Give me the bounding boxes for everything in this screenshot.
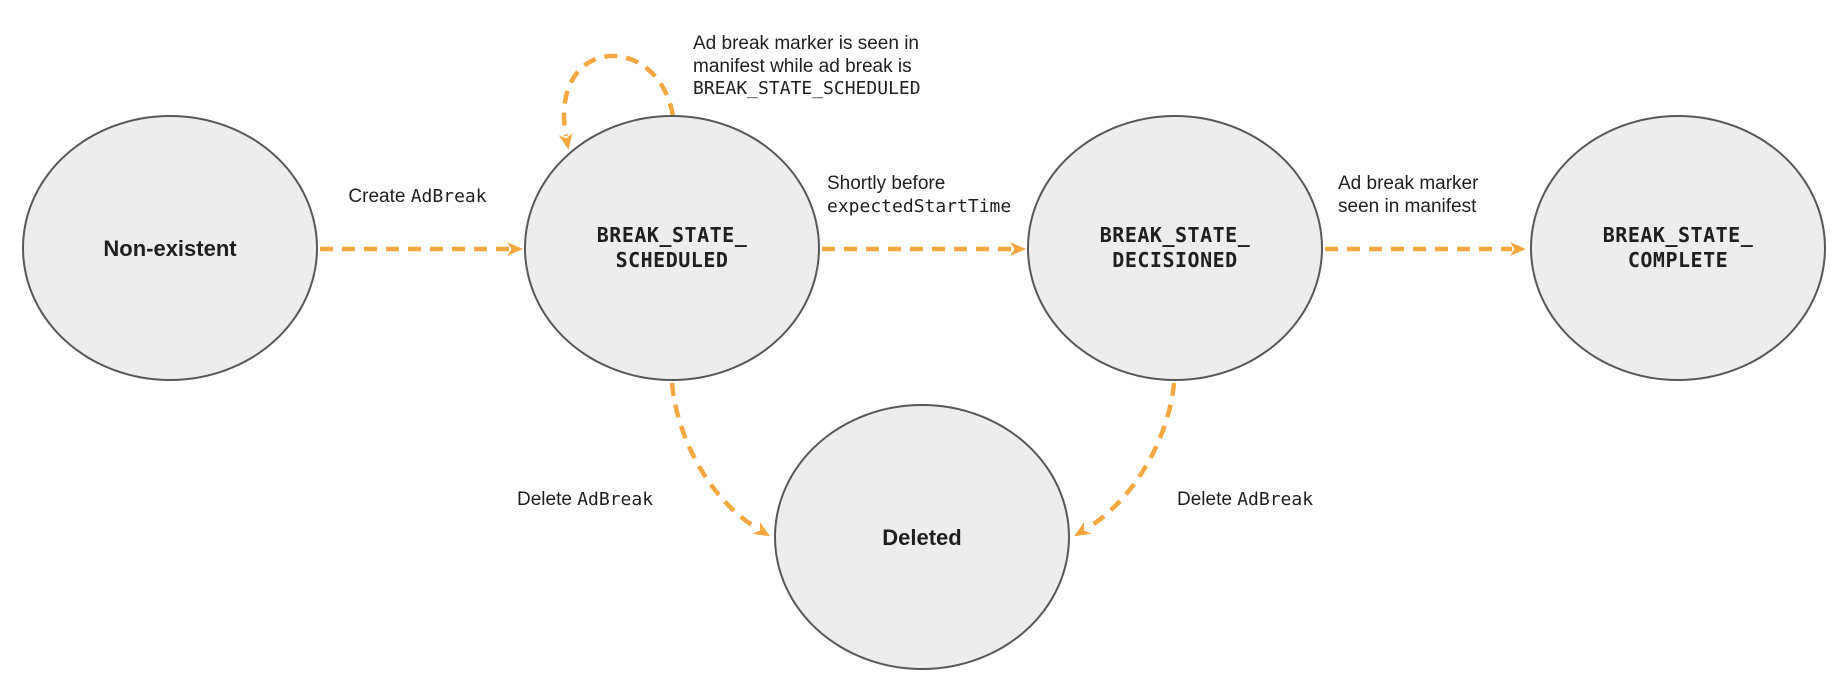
state-node-non-existent: Non-existent — [22, 115, 318, 381]
state-node-deleted: Deleted — [774, 404, 1070, 670]
edge-self-loop-scheduled — [558, 53, 676, 150]
edge-label-self-loop: Ad break marker is seen in manifest whil… — [693, 33, 921, 99]
state-label: Non-existent — [103, 235, 237, 261]
edge-label-shortly-before: Shortly before expectedStartTime — [827, 173, 1012, 217]
state-node-break-state-complete: BREAK_STATE_ COMPLETE — [1530, 115, 1826, 381]
edge-label-marker-seen: Ad break marker seen in manifest — [1338, 173, 1479, 217]
state-label: BREAK_STATE_ SCHEDULED — [596, 223, 748, 272]
edge-delete-from-decisioned — [1074, 382, 1177, 537]
edge-label-delete-adbreak-left: Delete AdBreak — [517, 489, 654, 510]
edge-delete-from-scheduled — [669, 382, 770, 537]
state-node-break-state-scheduled: BREAK_STATE_ SCHEDULED — [524, 115, 820, 381]
state-node-break-state-decisioned: BREAK_STATE_ DECISIONED — [1027, 115, 1323, 381]
edge-label-delete-adbreak-right: Delete AdBreak — [1177, 489, 1314, 510]
state-label: BREAK_STATE_ DECISIONED — [1099, 223, 1251, 272]
edge-label-create-adbreak: Create AdBreak — [348, 186, 487, 207]
state-label: BREAK_STATE_ COMPLETE — [1602, 223, 1754, 272]
state-label: Deleted — [882, 524, 962, 550]
